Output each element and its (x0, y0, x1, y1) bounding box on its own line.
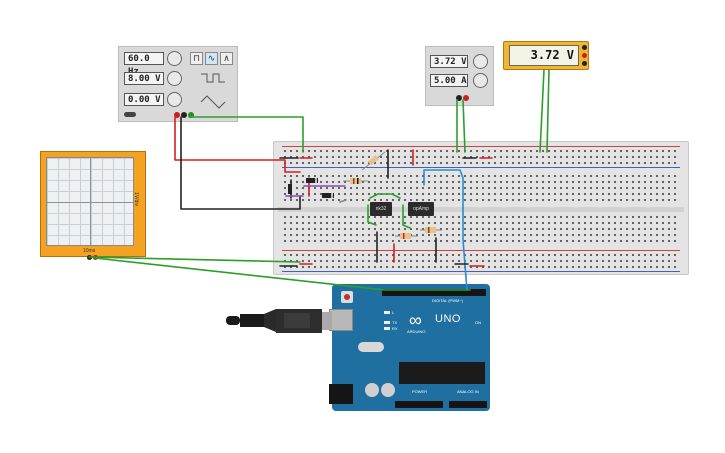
multimeter-port[interactable] (582, 45, 587, 50)
l-label: L (392, 310, 395, 315)
terminal-green[interactable] (188, 112, 194, 118)
capacitor (365, 383, 379, 397)
amplitude-knob-icon[interactable] (167, 71, 182, 86)
multimeter-port[interactable] (582, 53, 587, 58)
terminal-black[interactable] (456, 95, 462, 101)
digital-header (382, 289, 486, 296)
offset-knob-icon[interactable] (167, 92, 182, 107)
wire-green (462, 99, 466, 153)
wire-green (88, 256, 301, 263)
ic-chip-1[interactable]: nk32 (370, 202, 392, 216)
microcontroller-chip (399, 362, 485, 384)
voltage-knob-icon[interactable] (473, 54, 488, 69)
led-rx (384, 327, 390, 330)
rail-line-bottom-blue (282, 271, 680, 272)
center-channel (278, 207, 684, 212)
analog-label: ANALOG IN (457, 389, 479, 394)
terminal-black[interactable] (181, 112, 187, 118)
scope-bottom-label: 10ms (83, 248, 96, 254)
power-jack (329, 384, 353, 404)
power-rail-top (282, 148, 680, 166)
triangle-wave-icon[interactable]: ∧ (220, 52, 233, 65)
breadboard[interactable] (273, 141, 689, 275)
wire-red (174, 116, 301, 173)
wire-green (369, 193, 401, 199)
arduino-uno-board[interactable]: DIGITAL (PWM~) ∞ ARDUINO UNO ON L TX RX … (329, 284, 490, 411)
rail-line-top-red (282, 146, 680, 147)
on-label: ON (475, 320, 481, 325)
wire-green (94, 257, 471, 291)
oscilloscope[interactable]: 1V/div 10ms (40, 151, 146, 260)
ic-chip-1-label: nk32 (375, 206, 387, 212)
multimeter-port[interactable] (582, 61, 587, 66)
wire-green (539, 69, 545, 153)
terminal-red[interactable] (174, 112, 180, 118)
power-label: POWER (412, 389, 428, 394)
toggle-switch-icon[interactable] (124, 112, 136, 117)
wire-blue (423, 169, 468, 291)
scope-axis-v (90, 158, 91, 245)
amplitude-display: 8.00 V (124, 72, 164, 85)
capacitor (381, 383, 395, 397)
multimeter[interactable]: 3.72 V (503, 41, 589, 70)
sine-wave-icon[interactable]: ∿ (205, 52, 218, 65)
crystal (358, 342, 384, 352)
wire-green (367, 204, 377, 226)
multimeter-reading: 3.72 V (530, 48, 574, 62)
power-supply[interactable]: 3.72 V 5.00 A (425, 46, 494, 106)
terminal-red[interactable] (463, 95, 469, 101)
current-display: 5.00 A (430, 74, 468, 87)
arduino-model: UNO (435, 313, 461, 325)
offset-display: 0.00 V (124, 93, 164, 106)
terminal-strip-top (282, 173, 680, 205)
wire-green (188, 116, 304, 153)
led-l (384, 311, 390, 314)
ic-chip-2[interactable]: opAmp (408, 202, 434, 216)
power-header (395, 401, 443, 408)
arduino-brand: ARDUINO (407, 329, 426, 334)
voltage-display: 3.72 V (430, 55, 468, 68)
ic-chip-2-label: opAmp (413, 206, 429, 212)
tx-label: TX (392, 320, 398, 325)
square-wave-icon[interactable]: ⊓ (190, 52, 203, 65)
digital-label: DIGITAL (PWM~) (432, 298, 463, 303)
terminal-strip-bottom (282, 214, 680, 246)
function-generator[interactable]: 60.0 Hz 8.00 V 0.00 V ⊓ ∿ ∧ (118, 46, 238, 122)
multimeter-display: 3.72 V (509, 45, 579, 66)
reset-button[interactable] (341, 291, 353, 303)
waveform-glyphs (200, 73, 226, 109)
led-tx (384, 321, 390, 324)
wire-green (546, 69, 550, 153)
analog-header (449, 401, 487, 408)
rx-label: RX (392, 326, 398, 331)
power-rail-bottom (282, 252, 680, 270)
oscilloscope-screen (46, 157, 134, 246)
diodes (288, 178, 334, 198)
usb-cable-icon (226, 309, 332, 333)
current-knob-icon[interactable] (473, 73, 488, 88)
wire-green (402, 204, 411, 229)
frequency-knob-icon[interactable] (167, 51, 182, 66)
arduino-logo-icon: ∞ (409, 310, 422, 330)
rail-line-top-blue (282, 167, 680, 168)
wire-gray (339, 199, 347, 203)
wire-black (180, 116, 301, 210)
resistors (343, 151, 442, 239)
rail-line-bottom-red (282, 250, 680, 251)
